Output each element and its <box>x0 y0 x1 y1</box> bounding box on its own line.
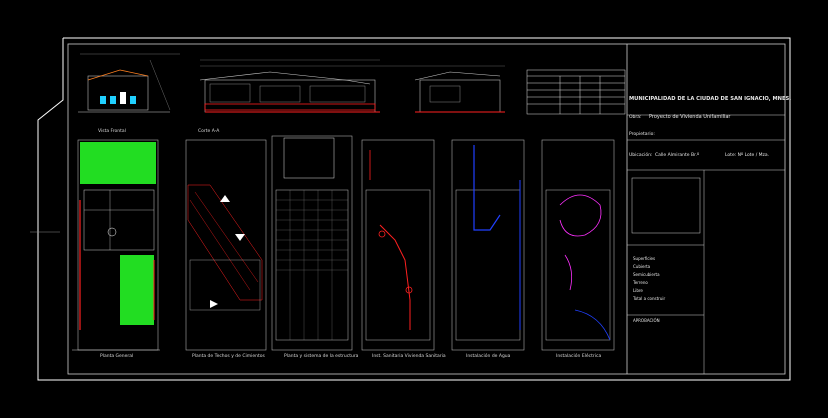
obra-label: Obra: <box>629 115 642 120</box>
label-planta-techos: Planta de Techos y de Cimientos <box>192 354 265 359</box>
title-block-grid <box>627 114 785 374</box>
front-elevation <box>78 53 180 113</box>
superficie-5: Total a construir <box>633 296 666 301</box>
ubicacion-value: Calle Almirante Br.º <box>655 153 700 158</box>
superficie-4: Libre <box>633 288 643 293</box>
label-vista-frontal: Vista Frontal <box>98 129 126 134</box>
superficie-2: Semicubierta <box>633 272 660 277</box>
section-a-a <box>199 59 380 113</box>
panel-agua <box>451 139 525 351</box>
superficie-1: Cubierta <box>633 264 651 269</box>
panel-planta-general <box>72 139 160 351</box>
propietario-label: Propietario: <box>629 132 655 137</box>
panel-estructura <box>271 135 353 351</box>
label-instalacion-electrica: Instalación Eléctrica <box>556 354 602 359</box>
label-planta-estructura: Planta y sistema de la estructura <box>284 354 359 359</box>
lote-label: Lote: Nº Lote / Mza. <box>725 153 770 158</box>
section-b-b <box>380 65 505 113</box>
superficie-0: Superficies <box>633 256 656 261</box>
panel-electrica <box>541 139 615 351</box>
label-planta-general: Planta General <box>100 354 134 359</box>
label-corte-aa: Corte A-A <box>198 129 220 134</box>
aprobacion-label: APROBACIÓN <box>633 318 660 323</box>
label-instalacion-sanitaria: Inst. Sanitaria Vivienda Sanitaria <box>372 354 446 359</box>
label-instalacion-agua: Instalación de Agua <box>466 354 511 359</box>
surfaces-table <box>526 69 626 115</box>
municipality-title: MUNICIPALIDAD DE LA CIUDAD DE SAN IGNACI… <box>629 96 792 102</box>
ubicacion-label: Ubicación: <box>629 153 653 158</box>
sheet-frame <box>30 37 791 381</box>
panel-planta-techos <box>185 139 267 351</box>
superficie-3: Terreno <box>633 280 648 285</box>
panel-sanitaria <box>361 139 435 351</box>
obra-value: Proyecto de Vivienda Unifamiliar <box>649 114 731 120</box>
